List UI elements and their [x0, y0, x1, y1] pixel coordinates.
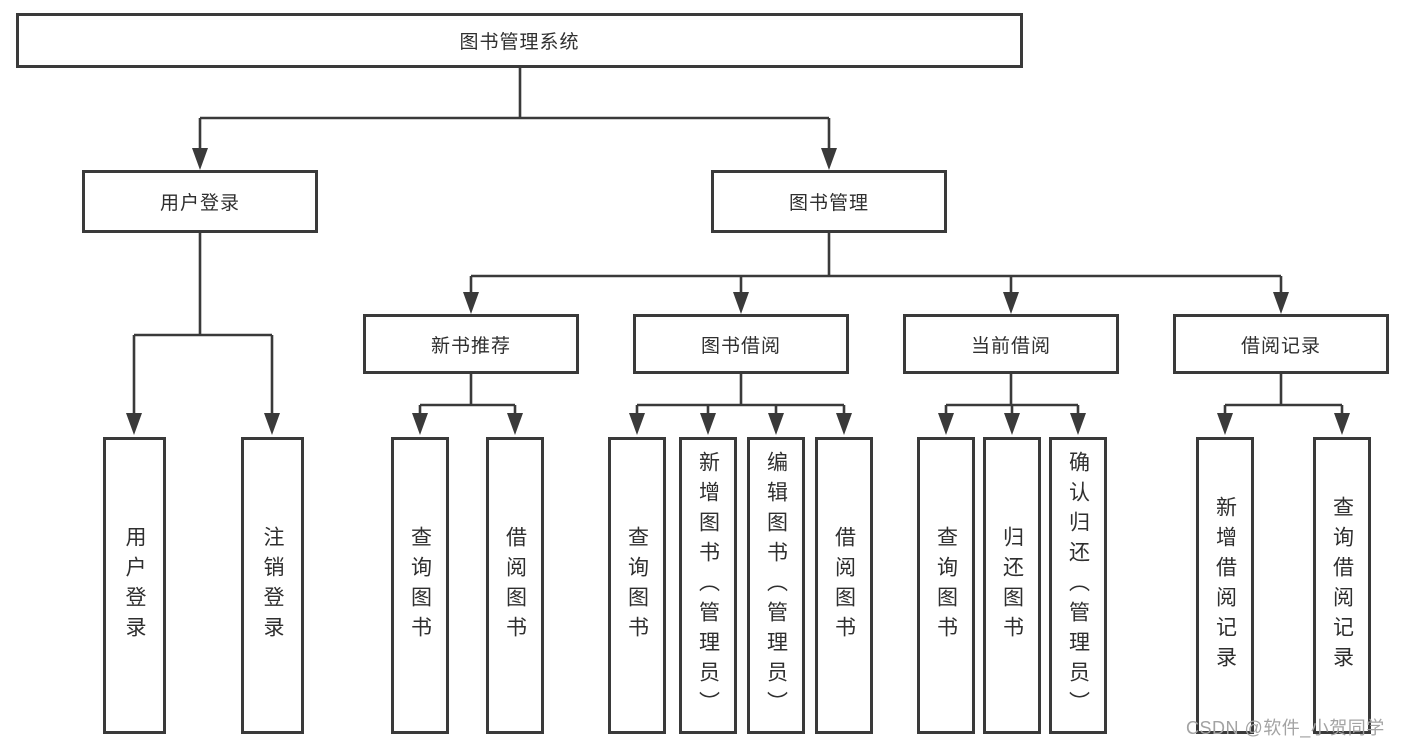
node-book-borrow: 图书借阅	[633, 314, 849, 374]
node-borrow-records: 借阅记录	[1173, 314, 1389, 374]
leaf-query-borrow-record: 查询借阅记录	[1313, 437, 1371, 734]
leaf-return-books: 归还图书	[983, 437, 1041, 734]
leaf-query-books-borrow: 查询图书	[608, 437, 666, 734]
node-user-login-branch: 用户登录	[82, 170, 318, 233]
leaf-logout: 注销登录	[241, 437, 304, 734]
leaf-add-book-admin: 新增图书（管理员）	[679, 437, 737, 734]
leaf-query-books-current: 查询图书	[917, 437, 975, 734]
node-current-borrow: 当前借阅	[903, 314, 1119, 374]
node-new-book-recommend: 新书推荐	[363, 314, 579, 374]
leaf-borrow-books: 借阅图书	[815, 437, 873, 734]
leaf-add-borrow-record: 新增借阅记录	[1196, 437, 1254, 734]
leaf-query-books-recommend: 查询图书	[391, 437, 449, 734]
leaf-borrow-books-recommend: 借阅图书	[486, 437, 544, 734]
node-book-management-branch: 图书管理	[711, 170, 947, 233]
leaf-edit-book-admin: 编辑图书（管理员）	[747, 437, 805, 734]
csdn-watermark: CSDN @软件_小贺同学	[1186, 718, 1385, 738]
leaf-confirm-return-admin: 确认归还（管理员）	[1049, 437, 1107, 734]
leaf-user-login: 用户登录	[103, 437, 166, 734]
node-library-management-system: 图书管理系统	[16, 13, 1023, 68]
